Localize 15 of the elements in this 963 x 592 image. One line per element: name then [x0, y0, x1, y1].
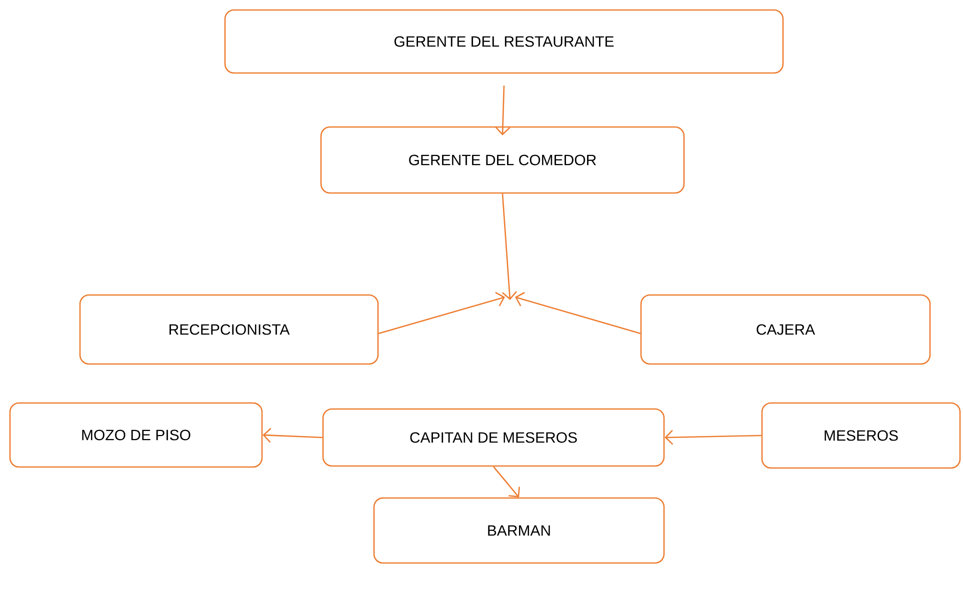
arrow — [502, 194, 517, 300]
arrow — [515, 292, 641, 334]
org-box: GERENTE DEL RESTAURANTE — [224, 9, 784, 74]
arrow — [262, 428, 322, 443]
org-box: RECEPCIONISTA — [79, 294, 379, 365]
org-box: CAJERA — [640, 294, 931, 365]
arrow — [493, 466, 520, 498]
arrow — [495, 86, 510, 136]
org-box: CAPITAN DE MESEROS — [322, 408, 665, 467]
arrow — [378, 292, 505, 334]
org-box: BARMAN — [373, 497, 665, 564]
org-box: MOZO DE PISO — [9, 402, 263, 468]
org-box: MESEROS — [761, 402, 961, 469]
org-box: GERENTE DEL COMEDOR — [320, 126, 685, 194]
arrow — [664, 430, 762, 445]
